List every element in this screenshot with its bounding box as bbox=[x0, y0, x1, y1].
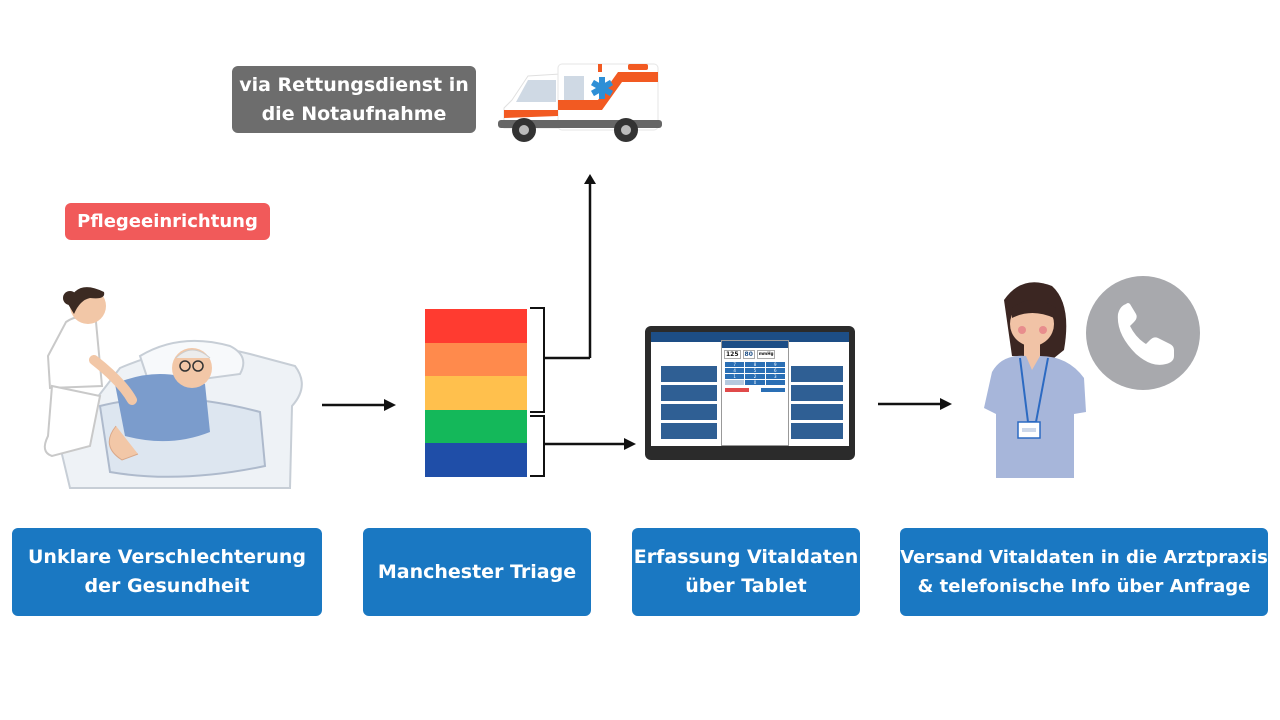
tablet-screen: 125 80 mmHg 7 8 9 4 5 6 1 2 3 0 bbox=[651, 332, 849, 446]
keypad-key[interactable]: 1 bbox=[725, 374, 745, 379]
triage-level-blue bbox=[425, 443, 527, 477]
triage-level-green bbox=[425, 409, 527, 444]
triage-color-stack bbox=[425, 309, 527, 477]
keypad-key[interactable]: 5 bbox=[745, 368, 765, 373]
keypad: 7 8 9 4 5 6 1 2 3 0 bbox=[722, 361, 788, 386]
keypad-key[interactable]: 9 bbox=[765, 362, 785, 367]
keypad-key[interactable]: 3 bbox=[765, 374, 785, 379]
emergency-route-label: via Rettungsdienst in die Notaufnahme bbox=[232, 66, 476, 133]
triage-level-yellow bbox=[425, 376, 527, 410]
keypad-key[interactable]: 8 bbox=[745, 362, 765, 367]
diastolic-value: 80 bbox=[742, 350, 755, 359]
keypad-key[interactable]: 7 bbox=[725, 362, 745, 367]
keypad-key[interactable]: 2 bbox=[745, 374, 765, 379]
step-manchester-triage: Manchester Triage bbox=[363, 528, 591, 616]
vital-input-dialog: 125 80 mmHg 7 8 9 4 5 6 1 2 3 0 bbox=[721, 340, 789, 446]
cancel-button[interactable] bbox=[725, 388, 749, 392]
keypad-key[interactable]: 0 bbox=[745, 380, 765, 385]
triage-branch-arrows bbox=[530, 174, 636, 477]
step-vital-data-capture: Erfassung Vitaldaten über Tablet bbox=[632, 528, 860, 616]
systolic-value: 125 bbox=[724, 350, 741, 359]
nurse-patient-illustration bbox=[43, 287, 303, 489]
arrow-to-triage bbox=[322, 399, 396, 411]
confirm-button[interactable] bbox=[761, 388, 785, 392]
triage-level-orange bbox=[425, 342, 527, 377]
step-send-vital-data: Versand Vitaldaten in die Arztpraxis & t… bbox=[900, 528, 1268, 616]
ambulance-icon bbox=[498, 63, 662, 142]
keypad-key[interactable]: 4 bbox=[725, 368, 745, 373]
facility-label: Pflegeeinrichtung bbox=[65, 203, 270, 240]
unit-value: mmHg bbox=[756, 350, 776, 359]
arrow-to-practice bbox=[878, 398, 952, 410]
triage-level-red bbox=[425, 309, 527, 343]
medical-staff-illustration bbox=[984, 282, 1086, 478]
keypad-key[interactable]: 6 bbox=[765, 368, 785, 373]
step-deterioration: Unklare Verschlechterung der Gesundheit bbox=[12, 528, 322, 616]
phone-call-icon bbox=[1086, 276, 1200, 390]
tablet-device: 125 80 mmHg 7 8 9 4 5 6 1 2 3 0 bbox=[645, 326, 855, 460]
